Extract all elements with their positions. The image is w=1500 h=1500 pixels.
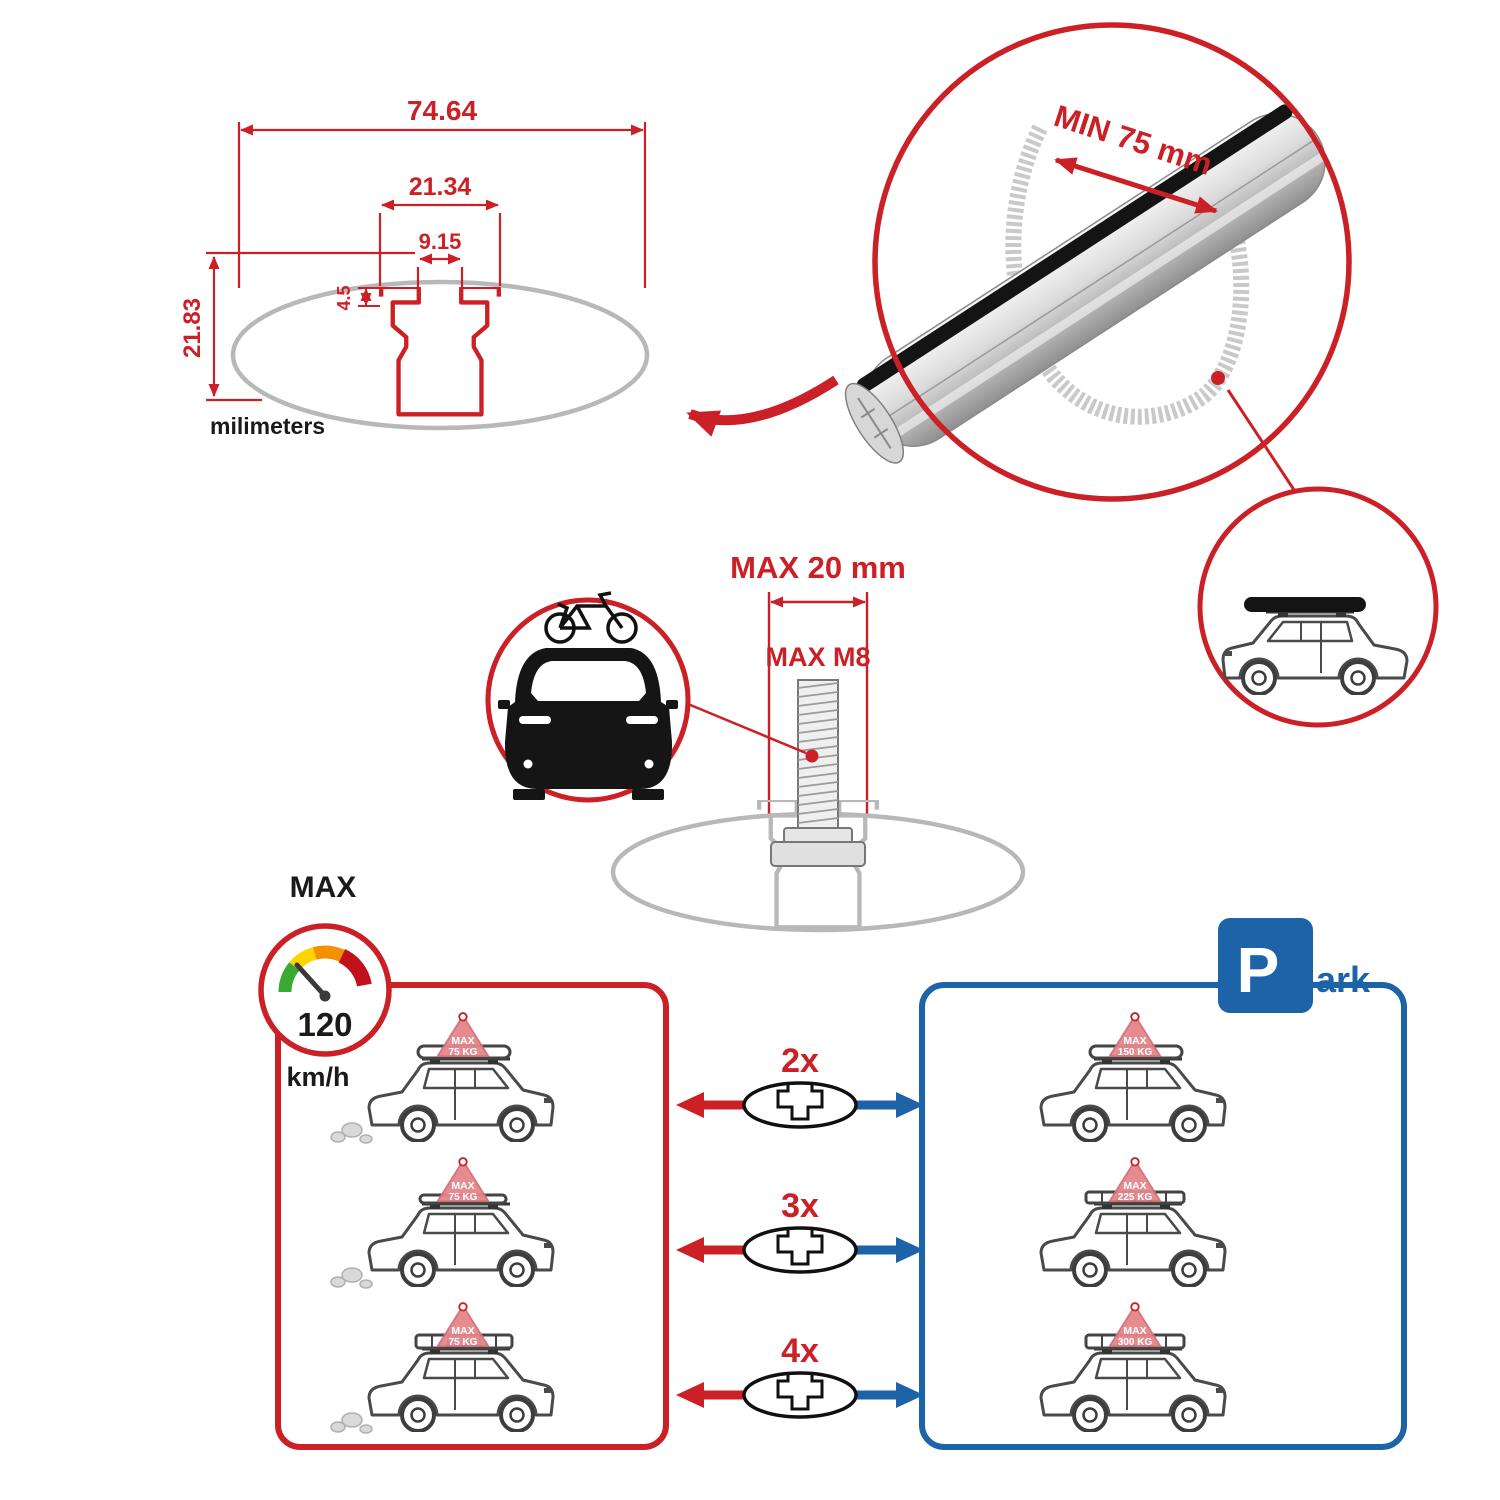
suv-connector-line [1226, 389, 1304, 503]
speedometer: 120 km/h [258, 923, 392, 1092]
t-bolt [770, 679, 866, 867]
park-sign-suffix: ark [1316, 959, 1371, 1000]
load-badge-max: MAX [1123, 1325, 1146, 1337]
bolt-max-thread-label: MAX M8 [765, 642, 870, 672]
crossbar-oval-icon [742, 1081, 858, 1129]
multiplier-label: 4x [781, 1332, 819, 1370]
speed-limit-gauge: MAX [290, 871, 357, 904]
load-badge-value: 150 KG [1118, 1047, 1153, 1058]
bar-callout-circle [872, 22, 1352, 502]
dim-height-label: 21.83 [179, 298, 206, 358]
load-badge-value: 225 KG [1118, 1192, 1153, 1203]
crossbar-count-rows: 2x 3x 4x [676, 1042, 924, 1419]
bar-cross-section-ellipse [230, 279, 650, 431]
dim-lip-depth [358, 287, 380, 307]
suv-with-roofbox [1221, 597, 1409, 695]
dim-slot-outer [378, 199, 502, 286]
bolt-connector-line [687, 702, 807, 755]
load-badge-max: MAX [451, 1325, 474, 1337]
crossbar-oval-icon [742, 1371, 858, 1419]
bolt-anchor-dot [805, 749, 819, 763]
parked-cars-panel: P ark MAX 150 KG MAX 225 KG [919, 918, 1407, 1450]
dim-slot-inner-label: 9.15 [419, 229, 462, 254]
dim-slot-inner [416, 253, 464, 287]
dim-width [237, 122, 647, 288]
load-badge-value: 75 KG [449, 1047, 478, 1058]
load-badge-value: 75 KG [449, 1192, 478, 1203]
bolt-max-width-label: MAX 20 mm [730, 550, 906, 585]
load-badge-max: MAX [1123, 1035, 1146, 1047]
units-label: milimeters [210, 413, 325, 439]
bike-car-callout [485, 591, 691, 803]
speed-max-label: MAX [290, 871, 357, 904]
dim-slot-outer-label: 21.34 [409, 173, 472, 201]
moving-car-row-2: MAX 75 KG [330, 1302, 555, 1434]
bicycle-icon [544, 591, 638, 644]
dim-height [206, 251, 415, 402]
dim-width-label: 74.64 [407, 95, 477, 126]
count-row-0: 2x [676, 1042, 924, 1129]
load-badge-max: MAX [1123, 1180, 1146, 1192]
parked-car-row-2: MAX 300 KG [1039, 1302, 1227, 1432]
park-sign-square [1218, 918, 1313, 1013]
bolt-width-dimension [767, 592, 869, 838]
park-sign: P ark [1218, 918, 1371, 1013]
car-front-silhouette [498, 648, 678, 800]
strap-anchor-dot [1211, 371, 1225, 385]
count-row-2: 4x [676, 1332, 924, 1419]
suv-roofbox-callout [1197, 486, 1439, 728]
load-badge-value: 75 KG [449, 1337, 478, 1348]
parked-car-row-0: MAX 150 KG [1039, 1012, 1227, 1142]
multiplier-label: 3x [781, 1187, 819, 1225]
load-badge-max: MAX [451, 1035, 474, 1047]
cross-section-diagram: 74.64 21.34 9.15 4.5 21.83 milimeters [179, 95, 650, 439]
moving-car-row-0: MAX 75 KG [330, 1012, 555, 1144]
parked-car-row-1: MAX 225 KG [1039, 1157, 1227, 1287]
moving-cars-panel: MAX 75 KG MAX 75 KG MAX 75 KG [275, 982, 669, 1450]
speed-value: 120 [297, 1006, 352, 1043]
count-row-1: 3x [676, 1187, 924, 1274]
park-sign-letter: P [1237, 934, 1280, 1006]
multiplier-label: 2x [781, 1042, 819, 1080]
roof-box [1244, 597, 1366, 612]
speed-units: km/h [286, 1062, 349, 1092]
bolt-spec: MAX 20 mm MAX M8 [610, 550, 1026, 933]
dim-lip-depth-label: 4.5 [334, 285, 354, 310]
min-span-arrow [1054, 157, 1218, 214]
t-bolt-head [770, 841, 866, 867]
clamp-span-strap [1005, 124, 1250, 425]
speedometer-needle [294, 962, 328, 999]
load-badge-max: MAX [451, 1180, 474, 1192]
load-badge-value: 300 KG [1118, 1337, 1153, 1348]
bar-photo-callout: MIN 75 mm [844, 22, 1352, 503]
crossbar-oval-icon [742, 1226, 858, 1274]
moving-car-row-1: MAX 75 KG [330, 1157, 555, 1289]
callout-arrow [686, 375, 839, 437]
